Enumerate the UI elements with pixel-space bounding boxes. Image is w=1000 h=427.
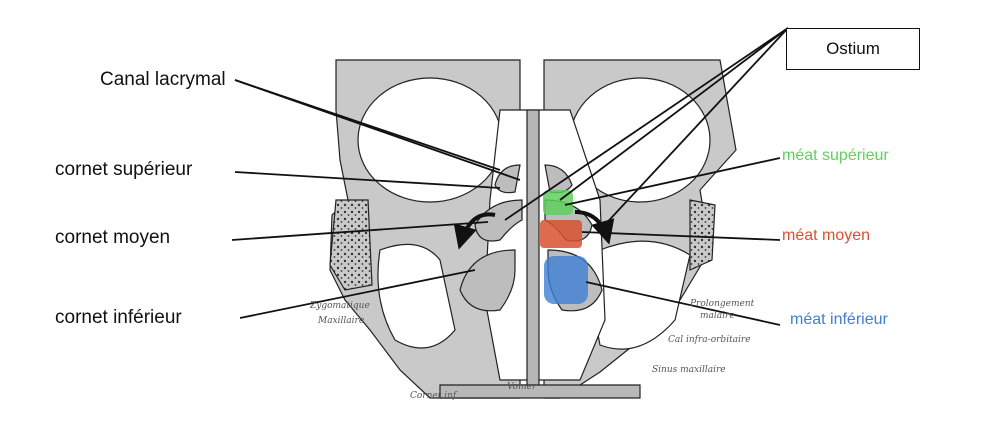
- leader-cornet-superieur: [234, 171, 501, 189]
- label-cornet-superieur: cornet supérieur: [55, 159, 193, 180]
- left-inferior-turbinate: [459, 249, 516, 312]
- nasal-septum: [526, 109, 540, 396]
- left-middle-turbinate: [474, 199, 523, 242]
- engraving-zygomatique: Zygomatique: [310, 301, 370, 311]
- label-canal-lacrymal: Canal lacrymal: [100, 69, 226, 90]
- leader-cornet-inferieur: [239, 269, 476, 319]
- label-meat-inferieur: méat inférieur: [790, 311, 888, 328]
- leader-canal-lacrymal-2: [234, 79, 521, 181]
- leader-ostium-3: [599, 27, 789, 231]
- meat-moyen-highlight: [540, 220, 582, 248]
- leader-ostium-1: [504, 27, 789, 221]
- airflow-arrow-left: [453, 212, 496, 250]
- engraving-canal-infra-orbitaire: Cal infra-orbitaire: [668, 335, 751, 345]
- engraving-maxillaire: Maxillaire: [318, 316, 365, 326]
- airflow-arrow-right: [574, 210, 615, 245]
- right-spongy-bone: [689, 199, 716, 271]
- engraving-malaire: malaire: [700, 311, 735, 321]
- leader-ostium-2: [559, 27, 789, 201]
- label-cornet-moyen: cornet moyen: [55, 227, 171, 248]
- label-ostium-box: Ostium: [786, 28, 920, 70]
- leader-meat-moyen: [581, 231, 781, 241]
- label-cornet-inferieur: cornet inférieur: [55, 307, 182, 328]
- label-ostium: Ostium: [826, 39, 880, 58]
- left-superior-turbinate: [494, 164, 521, 194]
- engraving-cornet-inf: Cornet inf: [410, 391, 457, 401]
- leader-cornet-moyen: [231, 221, 489, 241]
- leader-meat-superieur: [564, 157, 781, 206]
- engraving-prolongement: Prolongement: [690, 299, 755, 309]
- left-maxillary-sinus: [377, 243, 456, 349]
- leader-meat-inferieur: [585, 281, 781, 326]
- label-meat-superieur: méat supérieur: [782, 147, 889, 164]
- meat-inferieur-highlight: [544, 256, 588, 304]
- left-spongy-bone: [329, 199, 373, 291]
- engraving-sinus-maxillaire: Sinus maxillaire: [652, 365, 726, 375]
- hard-palate: [439, 384, 641, 399]
- label-meat-moyen: méat moyen: [782, 227, 871, 244]
- engraving-vomer: Vomer: [507, 382, 537, 392]
